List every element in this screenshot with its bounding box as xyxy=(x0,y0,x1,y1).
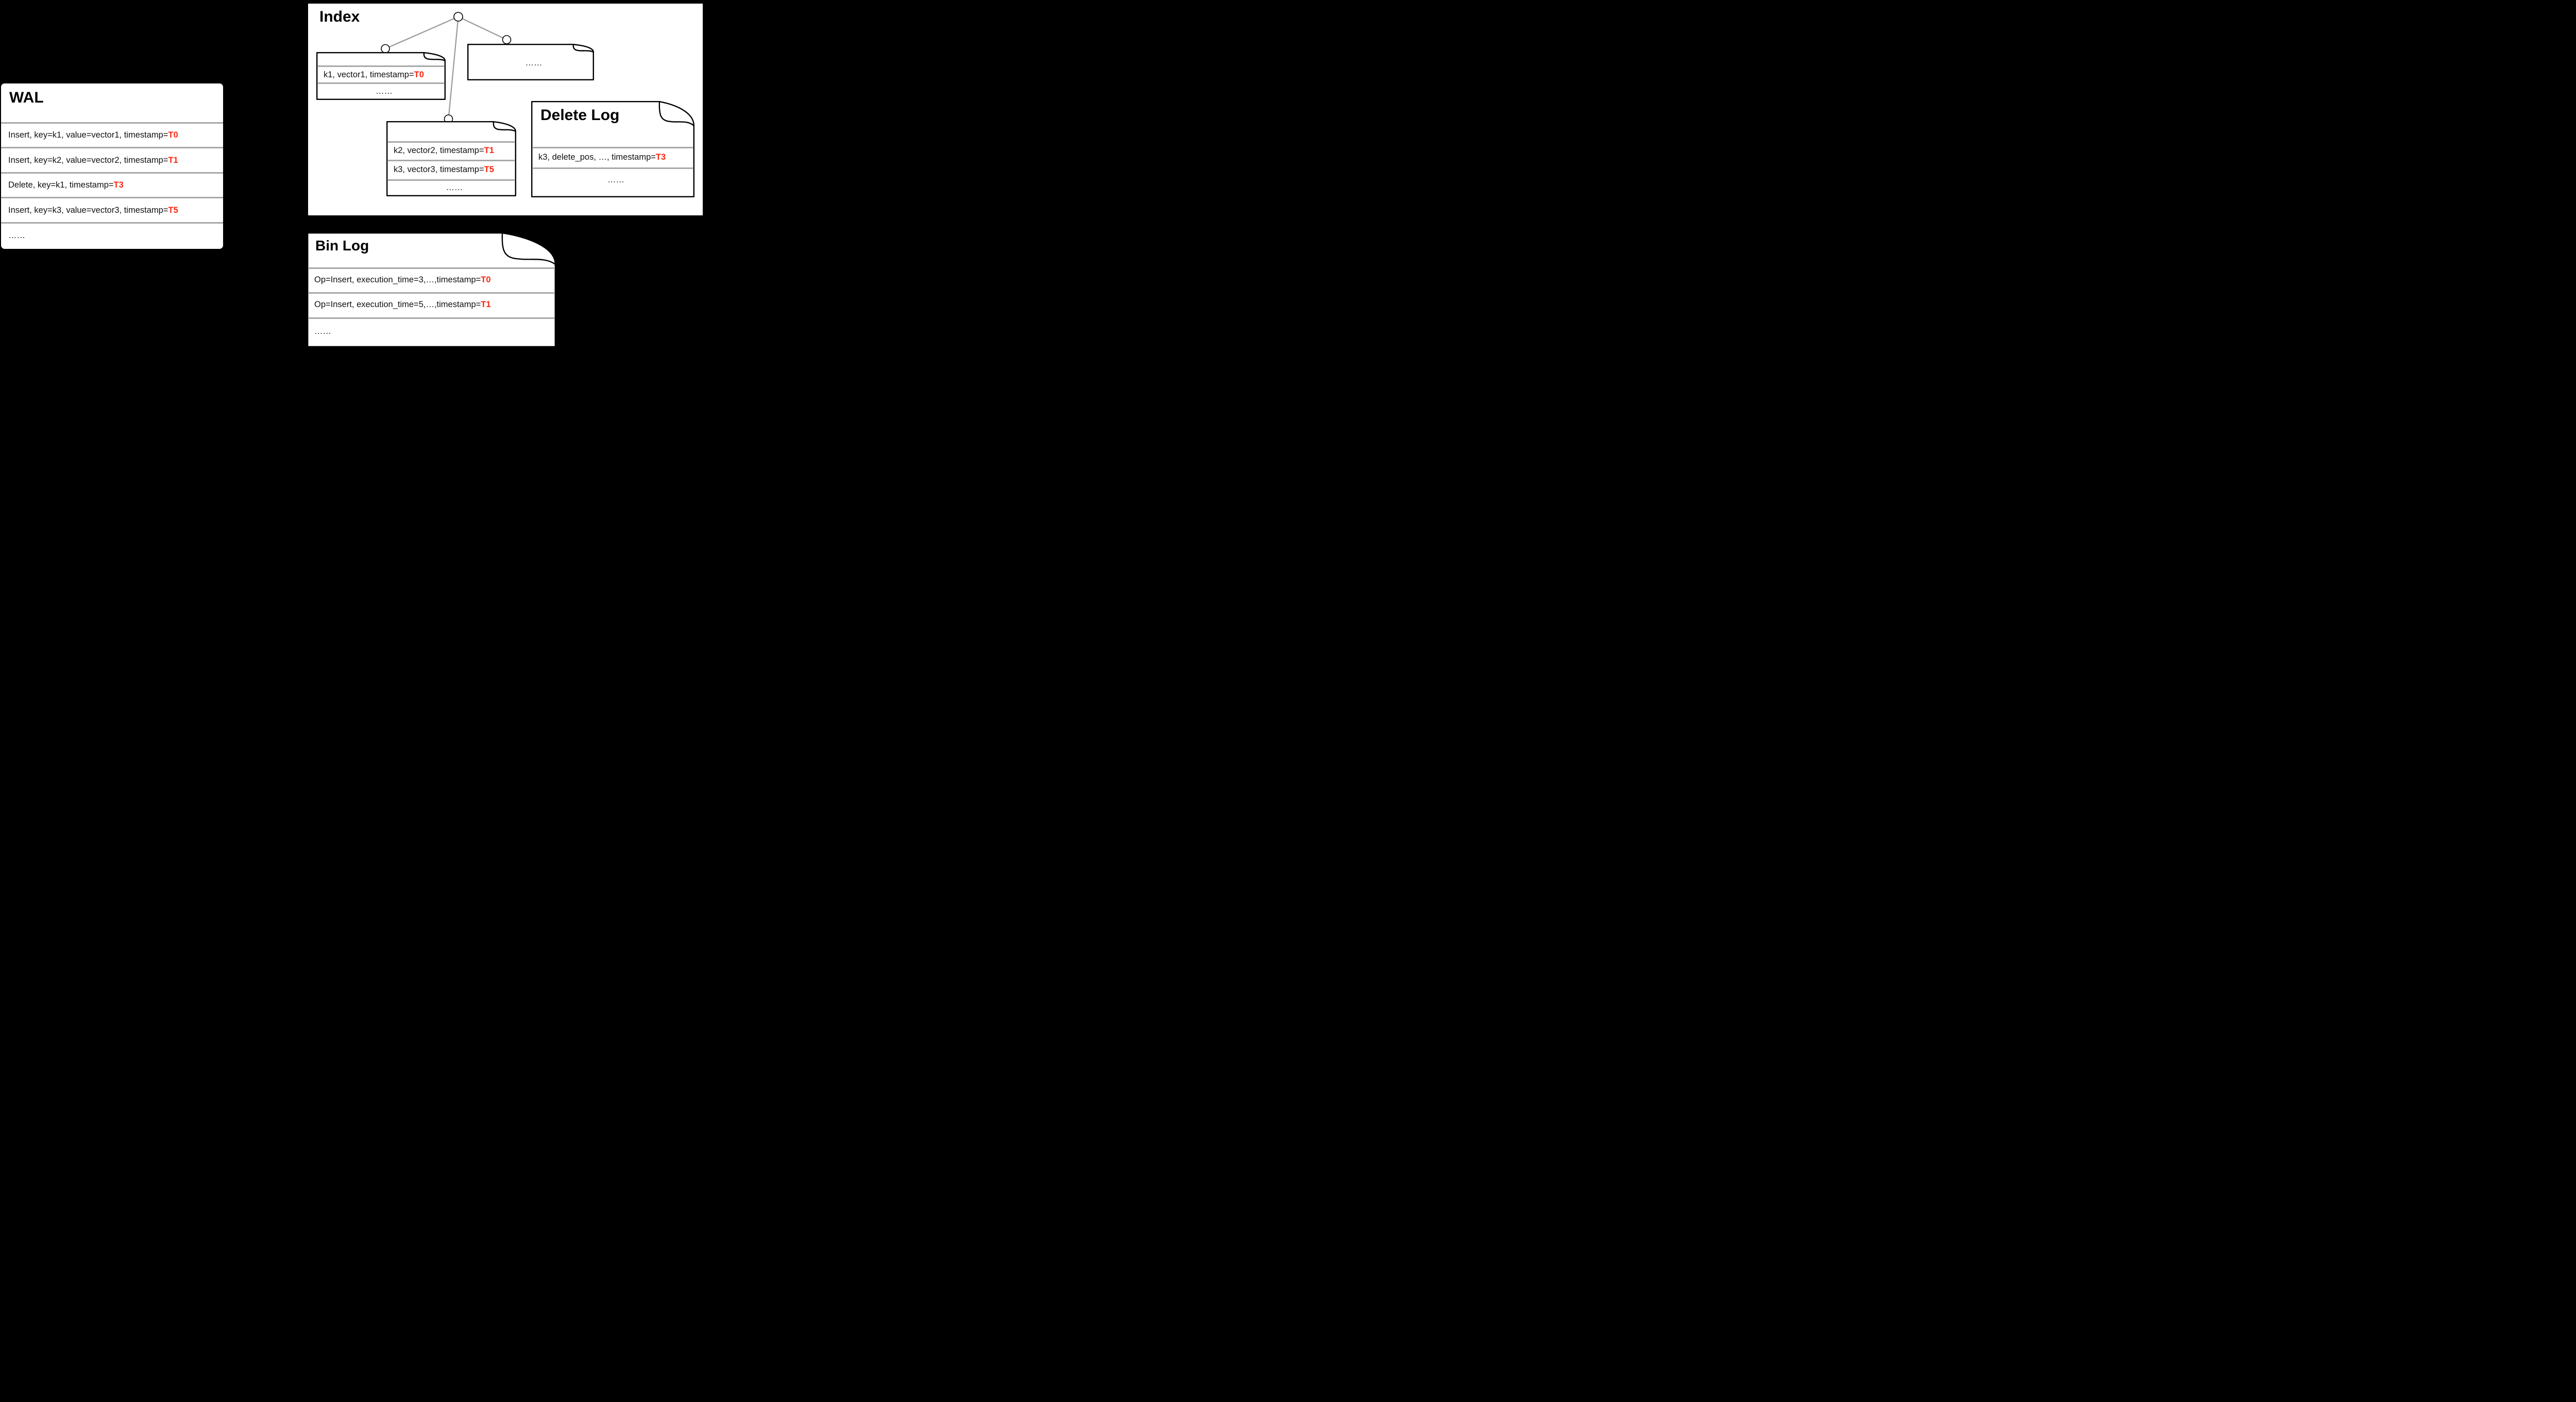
ellipsis-row: …… xyxy=(387,181,515,195)
row-divider xyxy=(308,267,555,269)
row-divider xyxy=(317,65,445,67)
index-segment-more: …… xyxy=(467,44,594,80)
bin-log-row: Op=Insert, execution_time=3,…,timestamp=… xyxy=(308,269,555,291)
segment-row: k1, vector1, timestamp=T0 xyxy=(317,67,445,82)
delete-log-title: Delete Log xyxy=(540,107,620,124)
row-divider xyxy=(317,82,445,84)
timestamp-value: T1 xyxy=(484,145,494,155)
document-outline xyxy=(316,52,446,100)
row-divider xyxy=(308,317,555,319)
document-page-shape xyxy=(531,101,694,197)
document-outline xyxy=(531,101,694,197)
tree-node-circle xyxy=(502,35,512,44)
row-divider xyxy=(387,179,515,181)
document-page-shape xyxy=(316,52,446,100)
document-outline xyxy=(386,121,516,196)
row-divider xyxy=(387,160,515,161)
wal-panel: WAL Insert, key=k1, value=vector1, times… xyxy=(1,83,223,249)
tree-edge xyxy=(385,16,459,49)
folded-corner-icon xyxy=(572,44,594,53)
row-divider xyxy=(1,222,223,224)
wal-log-row: Insert, key=k3, value=vector3, timestamp… xyxy=(1,198,223,222)
log-entry-text: Insert, key=k1, value=vector1, timestamp… xyxy=(8,130,168,140)
row-divider xyxy=(387,141,515,143)
row-divider xyxy=(308,292,555,294)
wal-log-row: Insert, key=k2, value=vector2, timestamp… xyxy=(1,148,223,172)
tree-edge xyxy=(448,16,459,120)
timestamp-value: T1 xyxy=(481,300,491,309)
delete-log-row: k3, delete_pos, …, timestamp=T3 xyxy=(532,148,693,166)
ellipsis-row: …… xyxy=(308,319,555,344)
tree-node-circle xyxy=(453,12,463,22)
folded-corner-icon xyxy=(501,233,556,265)
timestamp-value: T5 xyxy=(168,205,178,215)
row-divider xyxy=(1,122,223,124)
log-entry-text: Op=Insert, execution_time=3,…,timestamp= xyxy=(314,275,481,284)
delete-log-panel: Delete Log k3, delete_pos, …, timestamp=… xyxy=(531,101,694,197)
log-entry-text: k3, vector3, timestamp= xyxy=(394,164,484,174)
ellipsis-row: …… xyxy=(1,224,223,248)
row-divider xyxy=(1,197,223,198)
bin-log-title: Bin Log xyxy=(315,238,369,254)
log-entry-text: Delete, key=k1, timestamp= xyxy=(8,180,114,190)
row-divider xyxy=(1,172,223,174)
wal-log-row: Delete, key=k1, timestamp=T3 xyxy=(1,174,223,197)
document-outline xyxy=(467,44,594,80)
folded-corner-icon xyxy=(423,53,446,62)
timestamp-value: T5 xyxy=(484,164,494,174)
bin-log-row: Op=Insert, execution_time=5,…,timestamp=… xyxy=(308,294,555,316)
document-page-shape xyxy=(467,44,594,80)
folded-corner-icon xyxy=(493,122,516,132)
ellipsis-text: …… xyxy=(8,231,25,240)
bin-log-panel: Bin Log Op=Insert, execution_time=3,…,ti… xyxy=(307,232,556,347)
timestamp-value: T1 xyxy=(168,155,178,165)
timestamp-value: T0 xyxy=(481,275,491,284)
timestamp-value: T0 xyxy=(414,70,424,79)
index-panel: Index k1, vector1, timestamp=T0 …… …… k2… xyxy=(308,4,703,215)
log-entry-text: k3, delete_pos, …, timestamp= xyxy=(538,152,656,162)
log-entry-text: Insert, key=k3, value=vector3, timestamp… xyxy=(8,205,168,215)
log-entry-text: k2, vector2, timestamp= xyxy=(394,145,484,155)
ellipsis-text: …… xyxy=(376,86,393,96)
ellipsis-text: …… xyxy=(446,183,463,192)
timestamp-value: T0 xyxy=(168,130,178,140)
wal-log-row: Insert, key=k1, value=vector1, timestamp… xyxy=(1,124,223,147)
row-divider xyxy=(1,147,223,148)
log-entry-text: k1, vector1, timestamp= xyxy=(324,70,414,79)
row-divider xyxy=(532,147,693,148)
ellipsis-text: …… xyxy=(314,326,331,336)
segment-row: k2, vector2, timestamp=T1 xyxy=(387,143,515,158)
index-segment-k1: k1, vector1, timestamp=T0 …… xyxy=(316,52,446,100)
ellipsis-row: …… xyxy=(468,54,593,72)
folded-corner-icon xyxy=(658,102,694,126)
timestamp-value: T3 xyxy=(655,152,666,162)
ellipsis-text: …… xyxy=(607,175,624,184)
index-segment-k2k3: k2, vector2, timestamp=T1 k3, vector3, t… xyxy=(386,121,516,196)
log-entry-text: Op=Insert, execution_time=5,…,timestamp= xyxy=(314,300,481,309)
ellipsis-row: …… xyxy=(532,169,693,191)
index-title: Index xyxy=(319,8,360,25)
document-page-shape xyxy=(386,121,516,196)
ellipsis-text: …… xyxy=(525,58,543,67)
segment-row: k3, vector3, timestamp=T5 xyxy=(387,161,515,178)
diagram-canvas: WAL Insert, key=k1, value=vector1, times… xyxy=(0,0,704,351)
row-divider xyxy=(532,167,693,169)
ellipsis-row: …… xyxy=(317,84,445,98)
timestamp-value: T3 xyxy=(113,180,124,190)
log-entry-text: Insert, key=k2, value=vector2, timestamp… xyxy=(8,155,168,165)
wal-title: WAL xyxy=(9,89,44,106)
tree-edge xyxy=(458,16,507,40)
